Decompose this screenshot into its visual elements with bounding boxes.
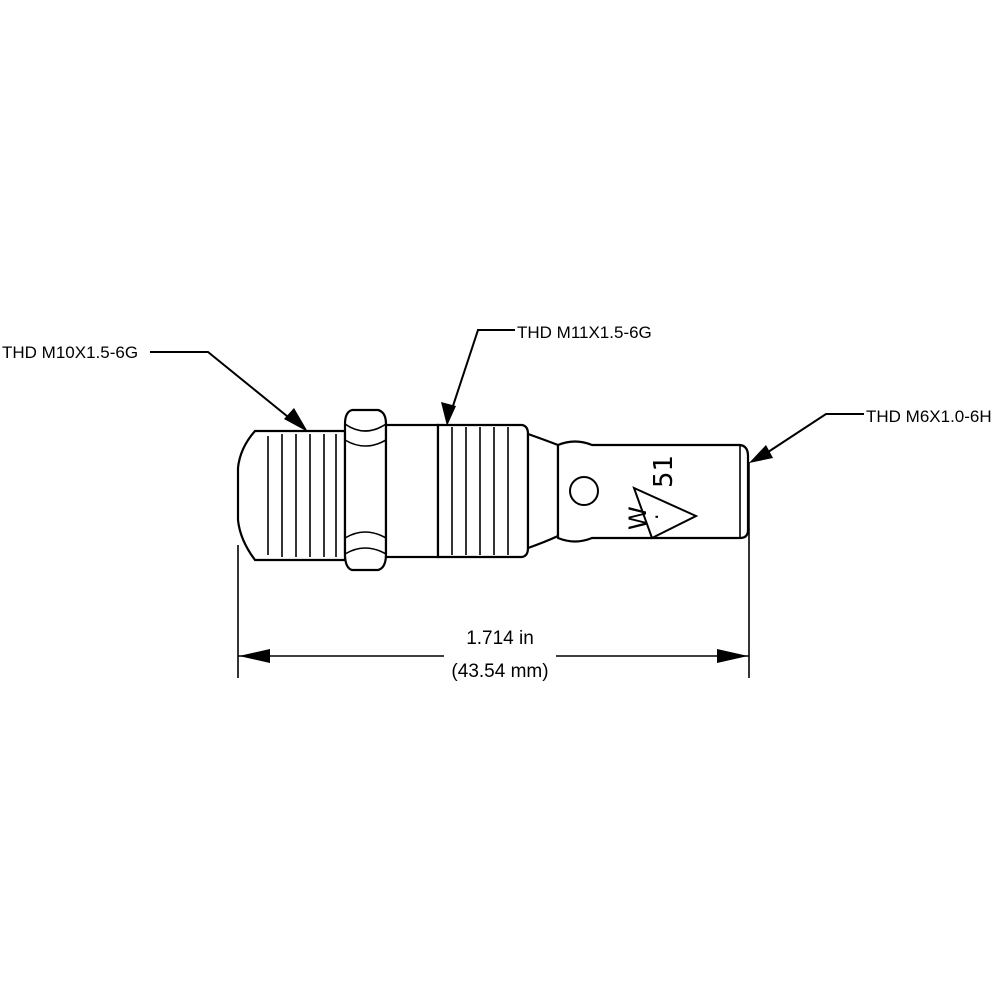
leader-middle [441, 329, 515, 426]
callout-left-thread: THD M10X1.5-6G [2, 343, 138, 362]
hex-nut [343, 408, 388, 572]
hex-nut-facets [344, 423, 387, 555]
taper [526, 432, 560, 550]
marking-triangle [632, 486, 699, 540]
leader-right-arrowhead [749, 445, 773, 463]
callout-right-thread: THD M6X1.0-6H [866, 407, 992, 426]
right-shaft [556, 440, 750, 543]
neck [384, 423, 440, 559]
leader-left-arrowhead [284, 408, 308, 432]
marking-number: 51 [649, 455, 679, 488]
callout-middle-thread: THD M11X1.5-6G [517, 323, 652, 342]
cross-hole [569, 476, 599, 506]
fitting-body: W · 51 [236, 408, 750, 572]
dimension-text-mask [444, 622, 556, 684]
leader-left [150, 351, 308, 432]
left-thread-lines [267, 434, 337, 557]
leader-right [749, 413, 864, 463]
marking-letter: W [624, 506, 652, 530]
left-threaded-tip [236, 429, 347, 562]
marking-dot: · [645, 514, 669, 520]
dimension-millimeters: (43.54 mm) [451, 661, 548, 682]
dimension-inches: 1.714 in [466, 628, 534, 649]
leader-middle-arrowhead [441, 402, 456, 426]
dimension-lines [237, 462, 750, 678]
dimension-arrow-left [239, 649, 270, 663]
dimension-arrow-right [717, 649, 748, 663]
middle-thread-lines [451, 427, 509, 555]
